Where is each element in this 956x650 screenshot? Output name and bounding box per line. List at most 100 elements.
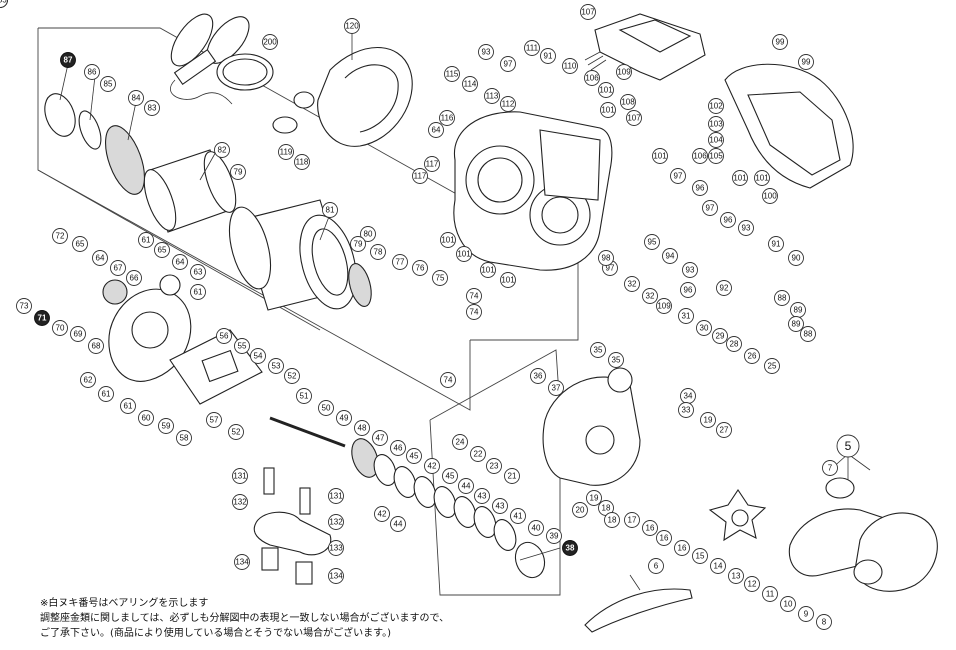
callout-bubble (708, 132, 724, 148)
callout-bubble (680, 282, 696, 298)
callout-bubble (440, 232, 456, 248)
callout-number: 18 (608, 516, 617, 525)
callout-38-bearing: 38 (562, 540, 578, 556)
callout-45: 45 (442, 468, 458, 484)
callout-bubble (372, 430, 388, 446)
callout-bubble (708, 116, 724, 132)
callout-74: 74 (440, 372, 456, 388)
callout-bubble (600, 102, 616, 118)
callout-97: 97 (670, 168, 686, 184)
callout-bubble (692, 548, 708, 564)
callout-bubble (546, 528, 562, 544)
callout-94: 94 (662, 248, 678, 264)
callout-70: 70 (52, 320, 68, 336)
callout-number: 116 (441, 114, 454, 123)
callout-number: 131 (233, 472, 247, 481)
callout-bubble (486, 458, 502, 474)
callout-number: 33 (682, 406, 691, 415)
callout-56: 56 (216, 328, 232, 344)
callout-bubble (656, 298, 672, 314)
callout-109: 109 (656, 298, 672, 314)
callout-96: 96 (692, 180, 708, 196)
callout-25: 25 (764, 358, 780, 374)
callout-bubble (696, 320, 712, 336)
callout-bubble (670, 168, 686, 184)
callout-105: 105 (708, 148, 724, 164)
callout-bubble (16, 298, 32, 314)
callout-117: 117 (424, 156, 440, 172)
callout-31: 31 (678, 308, 694, 324)
callout-6: 6 (648, 558, 664, 574)
callout-24: 24 (452, 434, 468, 450)
callout-131: 131 (328, 488, 344, 504)
callout-number: 64 (432, 126, 441, 135)
callout-44: 44 (390, 516, 406, 532)
callout-bubble (424, 156, 440, 172)
callout-69: 69 (70, 326, 86, 342)
handle-arm (788, 477, 938, 592)
callout-bubble (0, 0, 8, 8)
callout-96: 96 (680, 282, 696, 298)
callout-bubble (452, 434, 468, 450)
callout-bubble (80, 372, 96, 388)
callout-bubble (504, 468, 520, 484)
callout-number: 119 (280, 148, 293, 157)
callout-107: 107 (580, 4, 596, 20)
callout-bubble (52, 320, 68, 336)
bolts-and-bracket (253, 467, 332, 585)
callout-number: 97 (674, 172, 683, 181)
callout-91: 91 (540, 48, 556, 64)
callout-bubble (648, 558, 664, 574)
callout-40: 40 (528, 520, 544, 536)
callout-102: 102 (708, 98, 724, 114)
callout-number: 23 (490, 462, 499, 471)
callout-bubble (726, 336, 742, 352)
callout-9: 9 (798, 606, 814, 622)
callout-71-bearing: 71 (34, 310, 50, 326)
callout-63: 63 (190, 264, 206, 280)
callout-number: 57 (210, 416, 219, 425)
callout-bubble (444, 66, 460, 82)
callout-number: 65 (76, 240, 85, 249)
callout-number: 96 (696, 184, 705, 193)
callout-number: 109 (617, 68, 631, 77)
callout-number: 53 (272, 362, 281, 371)
callout-bubble (822, 460, 838, 476)
callout-61: 61 (138, 232, 154, 248)
callout-114: 114 (462, 76, 478, 92)
callout-bubble (268, 358, 284, 374)
callout-bubble (580, 4, 596, 20)
callout-number: 49 (340, 414, 349, 423)
callout-54: 54 (250, 348, 266, 364)
callout-bubble (84, 64, 100, 80)
callout-number: 29 (716, 332, 725, 341)
callout-number: 117 (426, 160, 439, 169)
callout-97: 97 (702, 200, 718, 216)
callout-number: 107 (581, 8, 595, 17)
callout-20: 20 (572, 502, 588, 518)
callout-62: 62 (80, 372, 96, 388)
callout-92: 92 (716, 280, 732, 296)
callout-bubble (98, 386, 114, 402)
callout-74: 74 (466, 288, 482, 304)
callout-number: 96 (684, 286, 693, 295)
callout-number: 84 (132, 94, 141, 103)
callout-bubble (232, 468, 248, 484)
callout-26: 26 (744, 348, 760, 364)
callout-134: 134 (328, 568, 344, 584)
callout-number: 72 (56, 232, 65, 241)
callout-30: 30 (696, 320, 712, 336)
callout-93: 93 (478, 44, 494, 60)
callout-81: 81 (322, 202, 338, 218)
callout-bubble (466, 304, 482, 320)
callout-number: 9 (804, 610, 809, 619)
callout-bubble (678, 402, 694, 418)
callout-bubble (728, 568, 744, 584)
callout-119: 119 (278, 144, 294, 160)
callout-bubble (234, 554, 250, 570)
callout-bubble (762, 188, 778, 204)
callout-number: 8 (822, 618, 827, 627)
callout-55: 55 (234, 338, 250, 354)
callout-bubble (492, 498, 508, 514)
callout-bubble (120, 398, 136, 414)
